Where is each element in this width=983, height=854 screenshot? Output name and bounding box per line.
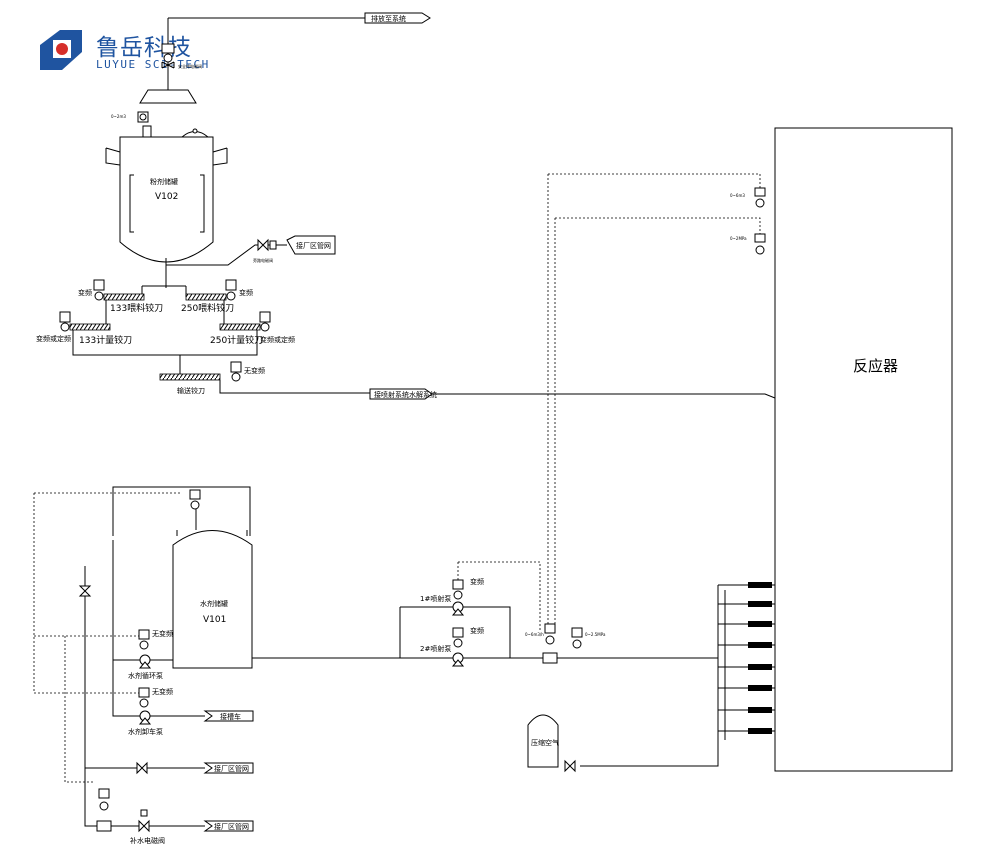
reactor-instrument-1-icon xyxy=(754,187,766,208)
feeder-250-auger xyxy=(185,293,227,301)
compressed-air-label: 压缩空气 xyxy=(531,738,559,747)
reactor-range-2: 0~2MPa xyxy=(730,236,747,241)
to-factory-3-label: 接厂区管网 xyxy=(214,822,249,831)
bypass-valve-label: 旁路电磁阀 xyxy=(253,257,273,263)
logo-mark-icon xyxy=(40,30,82,70)
nozzle-icon xyxy=(748,621,772,627)
feeder-133-label: 133喂料铰刀 xyxy=(110,302,163,314)
makeup-valve-label: 补水电磁阀 xyxy=(130,836,165,845)
nozzle-icon xyxy=(748,707,772,713)
vfd-right-1-label: 变频 xyxy=(239,288,253,297)
jet-pump-1-label: 1#喷射泵 xyxy=(420,594,451,603)
motor-feeder-133-icon xyxy=(93,279,105,301)
to-hydrolysis-tag xyxy=(369,388,433,400)
unload-motor-icon xyxy=(138,687,150,708)
nozzle-icon xyxy=(748,728,772,734)
v101-name: 水剂储罐 xyxy=(200,599,228,608)
nozzle-icon xyxy=(748,642,772,648)
v101-level-icon xyxy=(189,489,201,510)
exhaust-valve-label: 安全排电磁阀 xyxy=(178,63,202,69)
exhaust-hood-icon xyxy=(139,89,197,104)
v102-powder-tank xyxy=(105,125,228,288)
feeder-250-label: 250喂料铰刀 xyxy=(181,302,234,314)
nozzle-icon xyxy=(748,582,772,588)
feeder-133-auger xyxy=(103,293,145,301)
to-exhaust-tag xyxy=(364,12,431,24)
to-tank-truck-tag xyxy=(203,710,254,722)
v102-tag: V102 xyxy=(155,192,178,202)
flow-meter-icon xyxy=(96,788,112,832)
flow-range-label: 0~6m3/h xyxy=(525,632,544,637)
meter-250-label: 250计量铰刀 xyxy=(210,334,263,346)
makeup-valve-icon xyxy=(138,809,150,833)
exhaust-line: 排放至系统 xyxy=(167,12,431,90)
to-hydrolysis-label: 接喷射系统水解系统 xyxy=(374,390,437,399)
nozzle-icon xyxy=(748,685,772,691)
factory-valve-2-icon xyxy=(136,761,148,775)
to-exhaust-label: 排放至系统 xyxy=(371,14,406,23)
motor-meter-133-icon xyxy=(59,311,71,332)
v102-name: 粉剂储罐 xyxy=(150,177,178,186)
to-factory-3-tag xyxy=(203,820,254,832)
meter-250-auger xyxy=(219,323,261,331)
v102-range-label: 0~2m3 xyxy=(111,114,126,119)
reactor-label: 反应器 xyxy=(853,357,898,375)
water-circulation-pump-label: 水剂循环泵 xyxy=(128,671,163,680)
jet-pump-1-icon xyxy=(451,579,465,616)
reactor-instrument-2-icon xyxy=(754,233,766,255)
vfd-left-1-label: 变频 xyxy=(78,288,92,297)
water-circulation-pump-icon xyxy=(138,654,152,669)
to-factory-2-label: 接厂区管网 xyxy=(214,764,249,773)
vfd-p2-label: 变频 xyxy=(470,626,484,635)
conveyor-auger xyxy=(159,373,221,381)
nozzle-icon xyxy=(748,601,772,607)
nozzle-icon xyxy=(748,664,772,670)
pressure-range-label: 0~2.5MPa xyxy=(585,632,606,637)
v101-tag: V101 xyxy=(203,615,226,625)
to-tank-truck-label: 接槽车 xyxy=(220,712,241,721)
conveyor-label: 输送铰刀 xyxy=(177,386,205,395)
manual-valve-icon xyxy=(78,585,92,597)
jet-pump-2-icon xyxy=(451,627,465,667)
to-factory-1-tag xyxy=(286,235,336,255)
vfd-fixed-right-label: 变频或定频 xyxy=(260,335,295,344)
no-vfd-2-label: 无变频 xyxy=(152,629,173,638)
no-vfd-1-label: 无变频 xyxy=(244,366,265,375)
water-unload-pump-icon xyxy=(138,710,152,725)
bypass-valve-icon xyxy=(257,238,277,252)
company-logo-subtitle: LUYUE SCI-TECH xyxy=(96,58,210,71)
v101-water-tank xyxy=(112,486,253,669)
company-logo-text: 鲁岳科技 xyxy=(96,35,192,61)
air-valve-icon xyxy=(564,759,576,773)
no-vfd-3-label: 无变频 xyxy=(152,687,173,696)
vfd-fixed-left-label: 变频或定频 xyxy=(36,334,71,343)
jet-pump-2-label: 2#喷射泵 xyxy=(420,644,451,653)
motor-conveyor-icon xyxy=(230,361,242,382)
vfd-p1-label: 变频 xyxy=(470,577,484,586)
nozzle-manifold xyxy=(718,582,775,734)
to-factory-1-label: 接厂区管网 xyxy=(296,241,331,250)
pressure-gauge-icon xyxy=(571,627,583,649)
level-gauge-icon xyxy=(137,111,149,123)
meter-133-auger xyxy=(69,323,111,331)
circulation-motor-icon xyxy=(138,629,150,650)
meter-133-label: 133计量铰刀 xyxy=(79,334,132,346)
compressed-air-tank xyxy=(527,714,559,768)
reactor-vessel xyxy=(774,127,953,772)
to-factory-2-tag xyxy=(203,762,254,774)
motor-feeder-250-icon xyxy=(225,279,237,301)
exhaust-valve-icon xyxy=(161,43,175,69)
reactor-range-1: 0~6m3 xyxy=(730,193,745,198)
flow-meter-main-icon xyxy=(542,623,558,664)
motor-meter-250-icon xyxy=(259,311,271,332)
water-unload-pump-label: 水剂卸车泵 xyxy=(128,727,163,736)
